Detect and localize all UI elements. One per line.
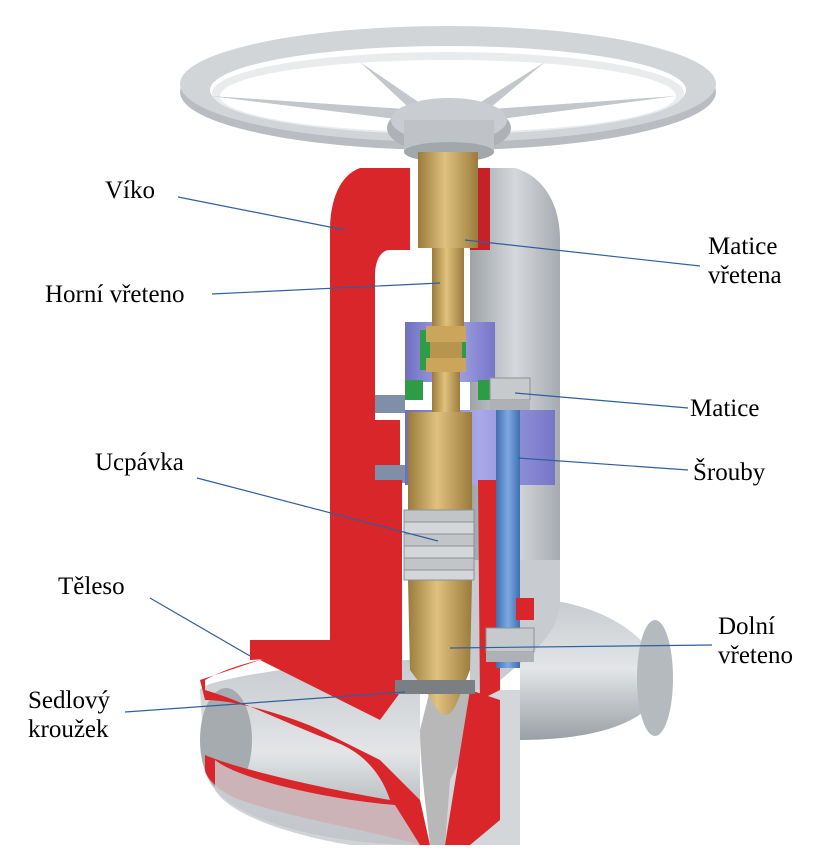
seat-ring — [395, 680, 475, 694]
leader-matice-vretena — [464, 239, 701, 267]
label-dolni-vreteno: Dolní vřeteno — [718, 612, 793, 670]
leader-matice — [514, 392, 689, 409]
leader-ucpavka — [196, 477, 439, 542]
label-vreteno-line2: vřeteno — [718, 642, 793, 669]
leader-teleso — [149, 597, 251, 657]
label-teleso: Těleso — [58, 573, 125, 600]
label-sedlovy-krouzek: Sedlový kroužek — [28, 686, 110, 744]
leader-dolni-vreteno — [449, 644, 713, 649]
label-matice: Matice — [690, 395, 760, 422]
label-viko: Víko — [105, 177, 155, 204]
leader-viko — [177, 196, 346, 231]
leader-srouby — [517, 457, 689, 471]
bolts — [485, 377, 535, 668]
label-matice-vretena-line2: vřetena — [708, 262, 782, 289]
label-krouzek-line2: kroužek — [28, 716, 109, 743]
leader-sedlovy-krouzek — [124, 691, 406, 713]
label-horni-vreteno: Horní vřeteno — [45, 281, 185, 308]
label-srouby: Šrouby — [693, 459, 766, 486]
packing-rings — [403, 509, 475, 581]
leader-horni-vreteno — [211, 282, 441, 295]
label-matice-vretena: Matice vřetena — [708, 232, 782, 290]
handwheel — [180, 26, 716, 162]
label-sedlovy-line1: Sedlový — [28, 687, 110, 714]
label-matice-vretena-line1: Matice — [708, 233, 778, 260]
label-ucpavka: Ucpávka — [95, 449, 184, 476]
upper-stem — [418, 152, 478, 412]
flow-passage — [215, 760, 420, 845]
leader-lines — [124, 196, 713, 713]
label-dolni-line1: Dolní — [718, 613, 775, 640]
